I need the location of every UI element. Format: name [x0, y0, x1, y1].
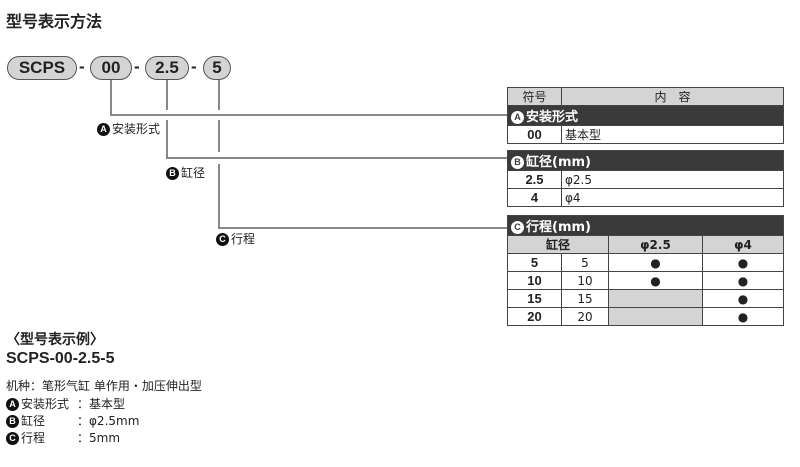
model-part-series: SCPS — [7, 56, 77, 80]
header-bore: 缸径 — [507, 235, 609, 254]
value-cell: 15 — [561, 289, 609, 308]
badge-c-icon: C — [216, 233, 229, 246]
badge-c-icon: C — [6, 432, 19, 445]
code-cell: 20 — [507, 307, 562, 326]
availability-cell: ● — [702, 307, 784, 326]
desc-cell: φ2.5 — [561, 170, 784, 189]
badge-b-icon: B — [166, 167, 179, 180]
code-cell: 2.5 — [507, 170, 562, 189]
leader-line-b — [166, 120, 168, 158]
example-type: 机种：笔形气缸 单作用・加压伸出型 — [6, 379, 202, 393]
page-title: 型号表示方法 — [6, 12, 103, 31]
model-part-stroke: 5 — [203, 56, 231, 80]
badge-a-icon: A — [511, 111, 524, 124]
badge-b-icon: B — [511, 156, 524, 169]
badge-a-icon: A — [97, 123, 110, 136]
example-heading: 〈型号表示例〉 — [6, 332, 104, 348]
header-content: 内 容 — [561, 87, 784, 106]
code-cell: 00 — [507, 125, 562, 144]
callout-label: 行程 — [231, 232, 256, 246]
header-bore-2-5: φ2.5 — [608, 235, 703, 254]
availability-cell: ● — [702, 271, 784, 290]
desc-cell: 基本型 — [561, 125, 784, 144]
separator: - — [134, 57, 140, 76]
value-cell: 10 — [561, 271, 609, 290]
unavailable-cell — [608, 307, 703, 326]
code-cell: 4 — [507, 188, 562, 207]
unavailable-cell — [608, 289, 703, 308]
code-cell: 10 — [507, 271, 562, 290]
value-cell: 20 — [561, 307, 609, 326]
leader-line-c — [218, 80, 220, 110]
model-part-mounting: 00 — [90, 56, 132, 80]
code-cell: 5 — [507, 253, 562, 272]
value-cell: 5 — [561, 253, 609, 272]
leader-line-c — [218, 227, 507, 229]
badge-c-icon: C — [511, 221, 524, 234]
example-model: SCPS-00-2.5-5 — [6, 350, 115, 367]
leader-line-a — [110, 114, 507, 116]
availability-cell: ● — [702, 289, 784, 308]
separator: - — [79, 57, 85, 76]
callout-label: 安装形式 — [112, 122, 161, 136]
badge-b-icon: B — [6, 415, 19, 428]
desc-cell: φ4 — [561, 188, 784, 207]
separator: - — [191, 57, 197, 76]
code-cell: 15 — [507, 289, 562, 308]
leader-line-b — [166, 157, 507, 159]
availability-cell: ● — [702, 253, 784, 272]
availability-cell: ● — [608, 271, 703, 290]
leader-line-c — [218, 164, 220, 228]
availability-cell: ● — [608, 253, 703, 272]
callout-label: 缸径 — [181, 166, 206, 180]
leader-line-a — [110, 80, 112, 115]
header-bore-4: φ4 — [702, 235, 784, 254]
model-part-bore: 2.5 — [145, 56, 189, 80]
header-symbol: 符号 — [507, 87, 562, 106]
leader-line-c — [218, 120, 220, 152]
badge-a-icon: A — [6, 398, 19, 411]
leader-line-b — [166, 80, 168, 110]
